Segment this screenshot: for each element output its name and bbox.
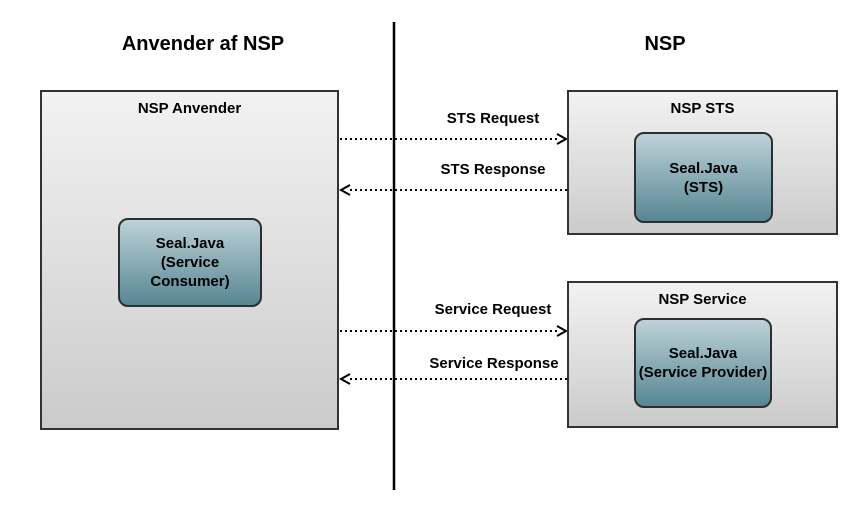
box-nsp-service: NSP Service Seal.Java (Service Provider) <box>567 281 838 428</box>
arrowhead-left-icon <box>338 373 351 385</box>
box-nsp-sts-label: NSP STS <box>670 100 735 117</box>
service-response-label: Service Response <box>429 355 559 372</box>
seal-sts-line2: (STS) <box>683 178 724 196</box>
box-nsp-service-label: NSP Service <box>658 291 747 308</box>
sts-request-label: STS Request <box>446 110 540 127</box>
region-header-nsp: NSP <box>644 33 686 55</box>
seal-provider-line2: (Service Provider) <box>638 364 768 381</box>
arrowhead-left-icon <box>338 184 351 196</box>
seal-java-sts-box: Seal.Java (STS) <box>634 132 773 223</box>
seal-sts-line1: Seal.Java <box>669 159 738 177</box>
region-header-anvender: Anvender af NSP <box>121 33 285 55</box>
arrowhead-right-icon <box>556 133 569 145</box>
seal-java-service-provider-box: Seal.Java (Service Provider) <box>634 318 772 408</box>
sts-response-label: STS Response <box>440 161 546 178</box>
box-nsp-anvender-label: NSP Anvender <box>137 100 242 117</box>
seal-consumer-line2: (Service Consumer) <box>150 254 230 290</box>
box-nsp-sts: NSP STS Seal.Java (STS) <box>567 90 838 235</box>
service-request-label: Service Request <box>434 301 552 318</box>
box-nsp-anvender: NSP Anvender Seal.Java (Service Consumer… <box>40 90 339 430</box>
seal-consumer-line1: Seal.Java <box>155 235 225 252</box>
seal-provider-line1: Seal.Java <box>668 345 738 362</box>
seal-java-service-consumer-box: Seal.Java (Service Consumer) <box>118 218 262 307</box>
arrowhead-right-icon <box>556 325 569 337</box>
